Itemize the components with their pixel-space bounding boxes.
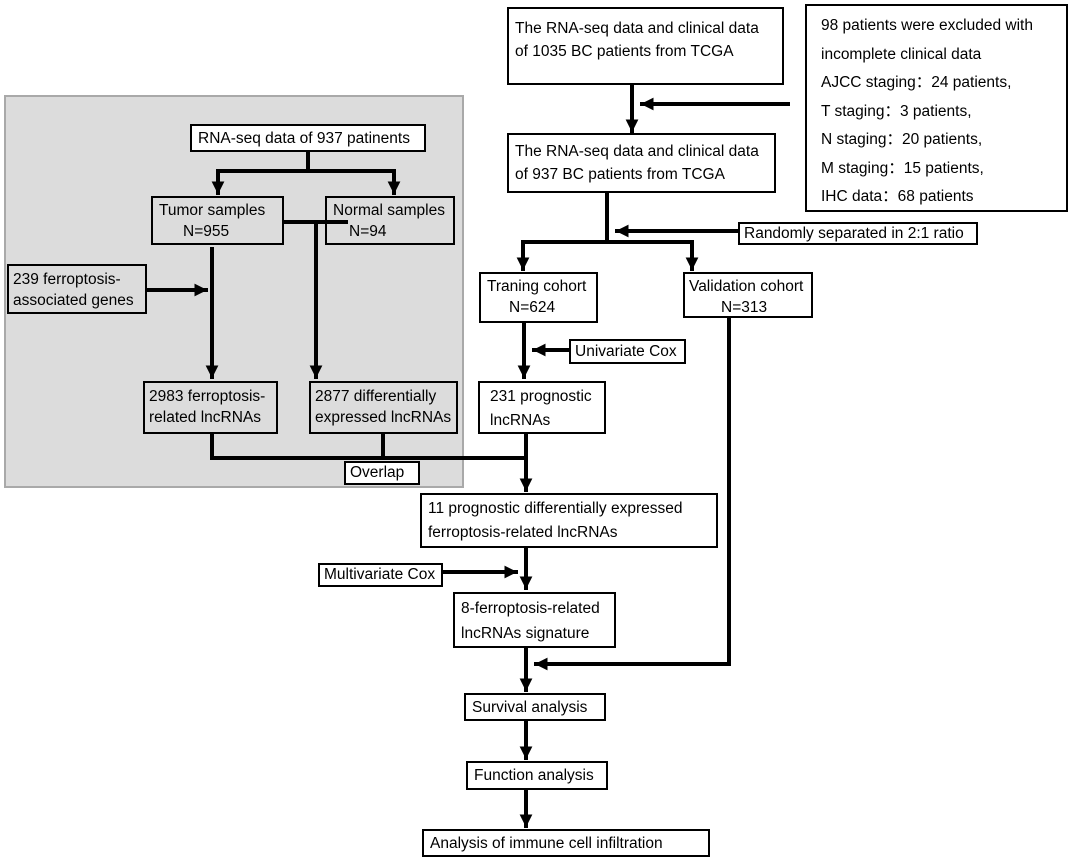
node-8-lncrna-signature: 8-ferroptosis-related lncRNAs signature [453,592,616,648]
node-normal-samples: Normal samples N=94 [325,196,455,245]
node-rnaseq-937: RNA-seq data of 937 patinents [190,124,426,152]
node-tcga-937: The RNA-seq data and clinical data of 93… [507,133,776,193]
lncrna-screening-panel [4,95,464,488]
node-239-ferroptosis-genes: 239 ferroptosis- associated genes [7,264,147,314]
node-univariate-cox: Univariate Cox [569,339,686,364]
node-overlap: Overlap [344,461,420,485]
node-11-prognostic-lncrnas: 11 prognostic differentially expressed f… [420,493,718,548]
node-231-prognostic-lncrnas: 231 prognostic lncRNAs [478,381,606,434]
node-tcga-1035: The RNA-seq data and clinical data of 10… [507,7,784,85]
node-immune-cell-infiltration: Analysis of immune cell infiltration [422,829,710,857]
node-training-cohort: Traning cohort N=624 [479,272,598,323]
node-multivariate-cox: Multivariate Cox [318,563,443,587]
node-excluded-patients: 98 patients were excluded with incomplet… [805,4,1068,212]
node-validation-cohort: Validation cohort N=313 [683,272,813,318]
node-tumor-samples: Tumor samples N=955 [151,196,284,245]
node-2983-ferroptosis-lncrnas: 2983 ferroptosis- related lncRNAs [143,381,278,434]
node-function-analysis: Function analysis [466,761,608,790]
node-2877-differential-lncrnas: 2877 differentially expressed lncRNAs [309,381,458,434]
node-randomly-separated: Randomly separated in 2:1 ratio [738,222,978,245]
node-survival-analysis: Survival analysis [464,693,606,721]
